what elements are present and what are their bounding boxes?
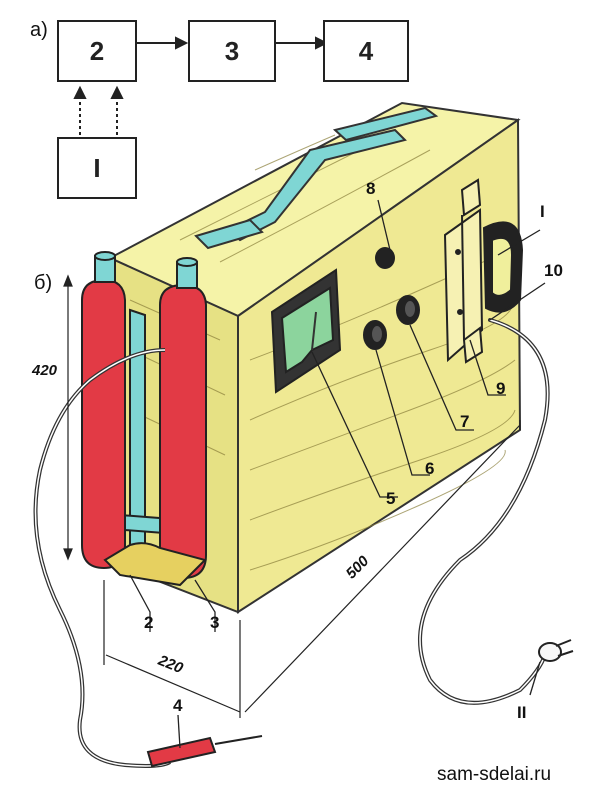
part-label-2: 2 — [144, 613, 154, 632]
block-diagram-arrows — [73, 36, 329, 135]
side-grip — [482, 221, 524, 313]
block-4: 4 — [323, 20, 409, 82]
knobs — [363, 247, 420, 350]
part-label-5: 5 — [386, 489, 396, 508]
soldering-iron — [146, 735, 263, 768]
knob-8 — [375, 247, 395, 269]
block-diagram-label: а) — [30, 19, 48, 41]
plug — [538, 639, 574, 662]
drawing-label: б) — [34, 272, 53, 294]
part-label-4: 4 — [173, 696, 183, 715]
meter — [270, 268, 342, 394]
handle — [194, 106, 439, 250]
part-label-11: II — [517, 703, 527, 722]
block-3: 3 — [188, 20, 276, 82]
watermark: sam-sdelai.ru — [437, 764, 552, 785]
part-label-3: 3 — [210, 613, 220, 632]
side-bracket — [443, 178, 484, 364]
part-label-1: I — [540, 202, 545, 221]
part-label-10: 10 — [544, 261, 563, 280]
block-2: 2 — [57, 20, 137, 82]
part-label-8: 8 — [366, 179, 376, 198]
heater-pipes — [81, 251, 207, 587]
leader-lines — [129, 199, 546, 749]
part-label-6: 6 — [425, 459, 435, 478]
block-1: I — [57, 137, 137, 199]
height-dimension: 420 — [32, 362, 58, 379]
dimension-lines — [63, 274, 521, 718]
part-label-9: 9 — [496, 379, 506, 398]
part-label-7: 7 — [460, 412, 470, 431]
